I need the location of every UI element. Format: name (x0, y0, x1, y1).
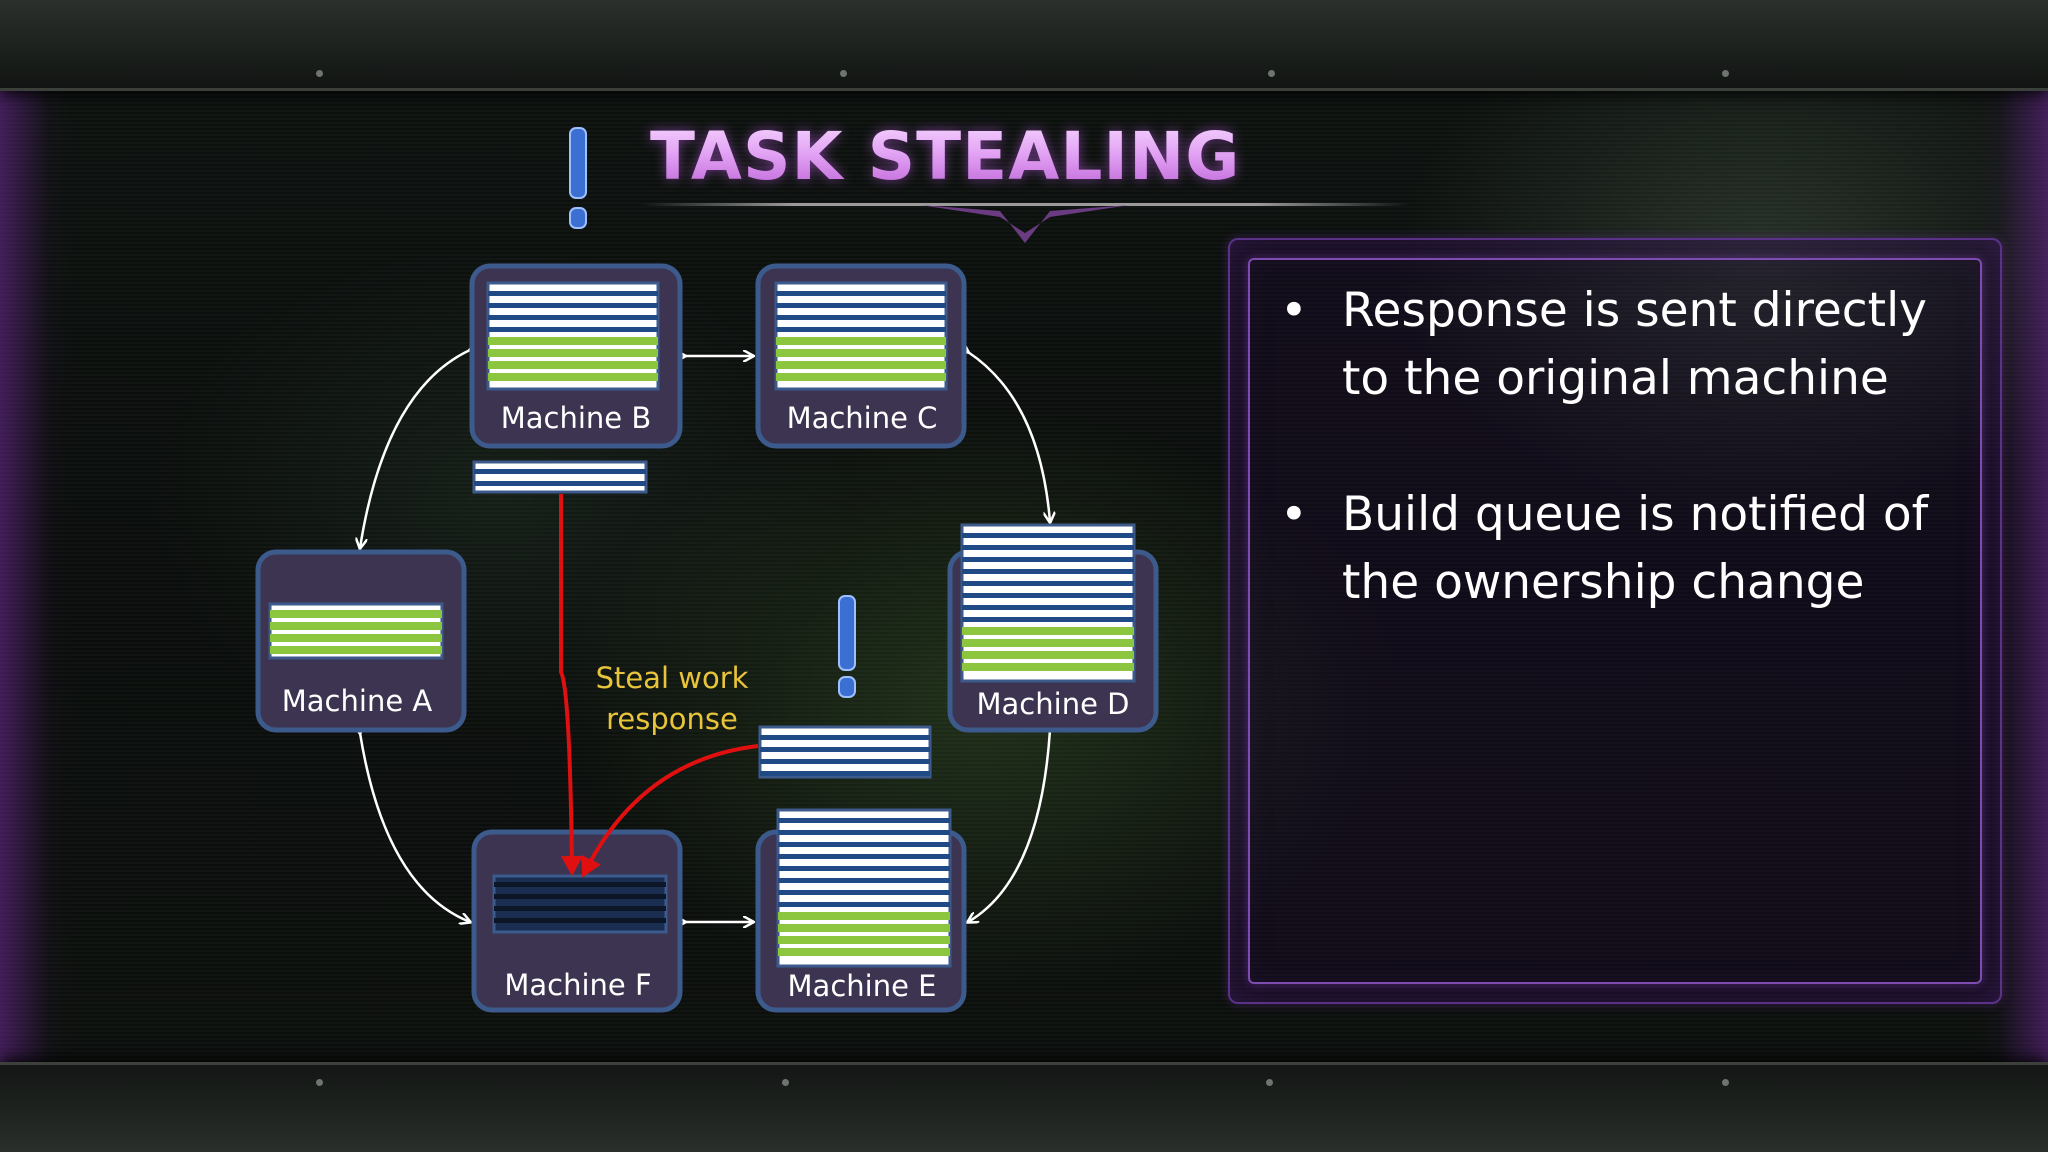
machine-e-label: Machine E (788, 969, 937, 1003)
machine-a: Machine A (255, 549, 467, 733)
slide-title: TASK STEALING (650, 118, 1410, 198)
red-arrow-b-to-f (559, 494, 583, 876)
rivet (840, 70, 847, 77)
title-ornament-icon (920, 205, 1130, 243)
stolen-task-chunk-b (472, 460, 648, 494)
title-underline (640, 203, 1410, 206)
info-panel (1228, 238, 2002, 1004)
machine-e-task-queue (776, 808, 952, 968)
rivet (316, 70, 323, 77)
machine-b: Machine B (469, 263, 683, 449)
machine-d-label: Machine D (977, 687, 1130, 721)
machine-f: Machine F (471, 829, 683, 1013)
machine-f-task-queue (492, 874, 668, 934)
machine-d: Machine D (947, 523, 1159, 733)
machine-c: Machine C (755, 263, 967, 449)
bottom-metal-frame (0, 1062, 2048, 1152)
connection-d-e (968, 730, 1050, 922)
rivet (1266, 1079, 1273, 1086)
bullet-text: Response is sent directly to the origina… (1342, 283, 1927, 406)
machine-a-task-queue (268, 602, 444, 660)
steal-arrows (559, 494, 759, 878)
right-purple-glow (1978, 88, 2048, 1062)
red-arrow-response-to-f (581, 744, 759, 878)
bullet-marker: • (1280, 283, 1308, 338)
machine-e: Machine E (755, 808, 967, 1013)
rivet (1722, 1079, 1729, 1086)
rivet (316, 1079, 323, 1086)
bullet-text: Build queue is notified of the ownership… (1342, 487, 1929, 610)
machine-c-task-queue (774, 281, 948, 391)
rivet (782, 1079, 789, 1086)
machine-a-label: Machine A (282, 684, 433, 718)
alert-icon (838, 595, 856, 698)
response-task-chunk (758, 725, 932, 779)
machine-c-label: Machine C (787, 401, 938, 435)
top-metal-frame (0, 0, 2048, 91)
machine-f-label: Machine F (504, 968, 651, 1002)
left-purple-glow (0, 88, 70, 1062)
connection-a-f (360, 733, 470, 922)
bullet-marker: • (1280, 487, 1308, 542)
steal-work-response-label-line2: response (606, 702, 738, 736)
machine-b-label: Machine B (501, 401, 652, 435)
rivet (1268, 70, 1275, 77)
connection-b-a (360, 350, 470, 548)
connection-c-d (968, 352, 1050, 522)
steal-work-response-label-line1: Steal work (596, 661, 749, 695)
machine-connections (360, 350, 1050, 922)
info-panel-inner-border (1248, 258, 1982, 984)
alert-icon (569, 127, 587, 229)
machine-b-task-queue (486, 281, 660, 391)
rivet (1722, 70, 1729, 77)
machine-d-task-queue (960, 523, 1136, 683)
